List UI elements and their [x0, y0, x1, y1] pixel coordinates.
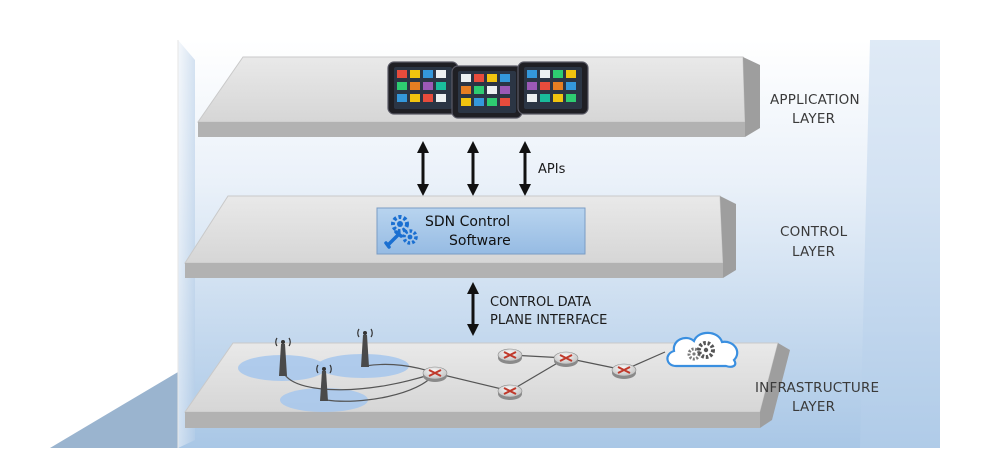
router-icon: [497, 348, 523, 364]
antenna-tower-icon: [275, 337, 291, 376]
infrastructure-layer: INFRASTRUCTURE LAYER: [184, 328, 879, 428]
sdn-control-label-line2: Software: [449, 233, 511, 249]
application-layer-label-line1: APPLICATION: [770, 92, 860, 108]
tablet-icon: [517, 61, 589, 115]
tablet-icon: [451, 65, 523, 119]
interface-label-line2: PLANE INTERFACE: [490, 313, 607, 328]
router-icon: [497, 384, 523, 400]
gears-wrench-icon: [384, 215, 418, 249]
router-icon: [422, 366, 448, 382]
antenna-tower-icon: [357, 328, 373, 367]
apis-label: APIs: [538, 162, 566, 177]
control-layer: SDN Control Software CONTROL LAYER: [184, 195, 848, 278]
sdn-control-box: SDN Control Software: [376, 207, 586, 255]
sdn-control-label-line1: SDN Control: [425, 214, 510, 230]
application-layer: APPLICATION LAYER: [197, 56, 860, 137]
control-layer-label-line1: CONTROL: [780, 224, 848, 240]
application-layer-label-line2: LAYER: [792, 111, 835, 127]
api-arrows: APIs: [417, 141, 566, 196]
control-layer-label-line2: LAYER: [792, 244, 835, 260]
router-icon: [611, 363, 637, 379]
interface-label-line1: CONTROL DATA: [490, 295, 591, 310]
cloud-gears-icon: [666, 331, 739, 368]
router-icon: [553, 351, 579, 367]
infrastructure-layer-label-line2: LAYER: [792, 399, 835, 415]
interface-arrow-group: CONTROL DATA PLANE INTERFACE: [467, 282, 607, 336]
infrastructure-layer-label-line1: INFRASTRUCTURE: [755, 380, 879, 396]
tablet-icon: [387, 61, 459, 115]
antenna-tower-icon: [316, 364, 332, 401]
